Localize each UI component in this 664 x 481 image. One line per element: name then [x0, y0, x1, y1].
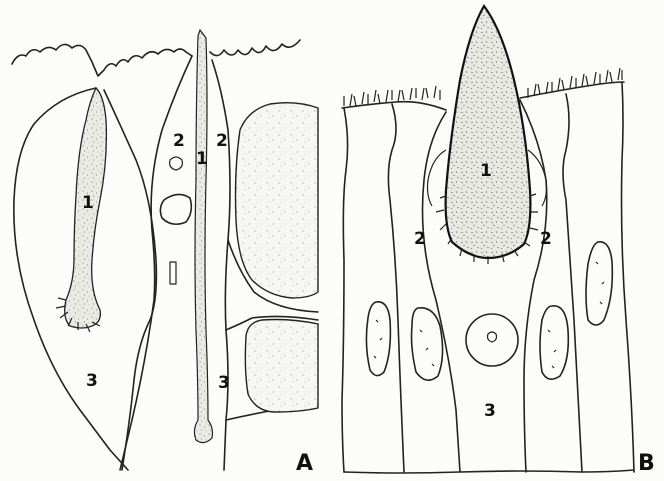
nucleus-2: [412, 308, 443, 380]
parasite-1-center: [194, 30, 212, 443]
label-1-left: 1: [82, 193, 94, 213]
cell-wall-6: [622, 82, 635, 472]
cell-wall-2: [388, 104, 404, 472]
nucleus-1: [366, 302, 390, 376]
nucleus-3: [540, 306, 568, 379]
nucleus-block-lower: [245, 320, 318, 413]
panel-label-b: B: [638, 451, 655, 476]
vacuole-large: [160, 194, 191, 224]
cell-base-b: [344, 470, 634, 473]
cell-3-left: [14, 88, 128, 470]
label-2-b-right: 2: [540, 229, 552, 249]
label-1-center: 1: [196, 149, 208, 169]
host-cell-cap-left: [428, 150, 447, 206]
label-3-left: 3: [86, 371, 98, 391]
cell-wall-5: [563, 94, 582, 472]
label-2-left: 2: [173, 131, 185, 151]
parasite-1-b: [446, 6, 531, 258]
nucleolus: [488, 332, 497, 342]
nucleus-4: [586, 242, 612, 325]
cell-2-right-a: [212, 60, 230, 470]
vacuole-small-1: [170, 157, 183, 170]
label-3-b: 3: [484, 401, 496, 421]
panel-label-a: A: [296, 451, 313, 476]
label-3-right: 3: [218, 373, 230, 393]
cell-wall-1: [342, 108, 348, 472]
vacuole-small-2: [170, 262, 176, 284]
panel-a: 1 1 2 2 3 3 A: [12, 30, 318, 476]
cell-3-left-inner: [104, 90, 156, 470]
chromatin-dots: [374, 262, 604, 368]
label-1-b: 1: [480, 161, 492, 181]
nucleus-block-upper: [236, 103, 319, 298]
panel-b: 1 2 2 3 B: [342, 6, 655, 476]
nucleus-round: [466, 314, 518, 366]
apical-border-a: [12, 40, 300, 76]
label-2-right: 2: [216, 131, 228, 151]
label-2-b-left: 2: [414, 229, 426, 249]
